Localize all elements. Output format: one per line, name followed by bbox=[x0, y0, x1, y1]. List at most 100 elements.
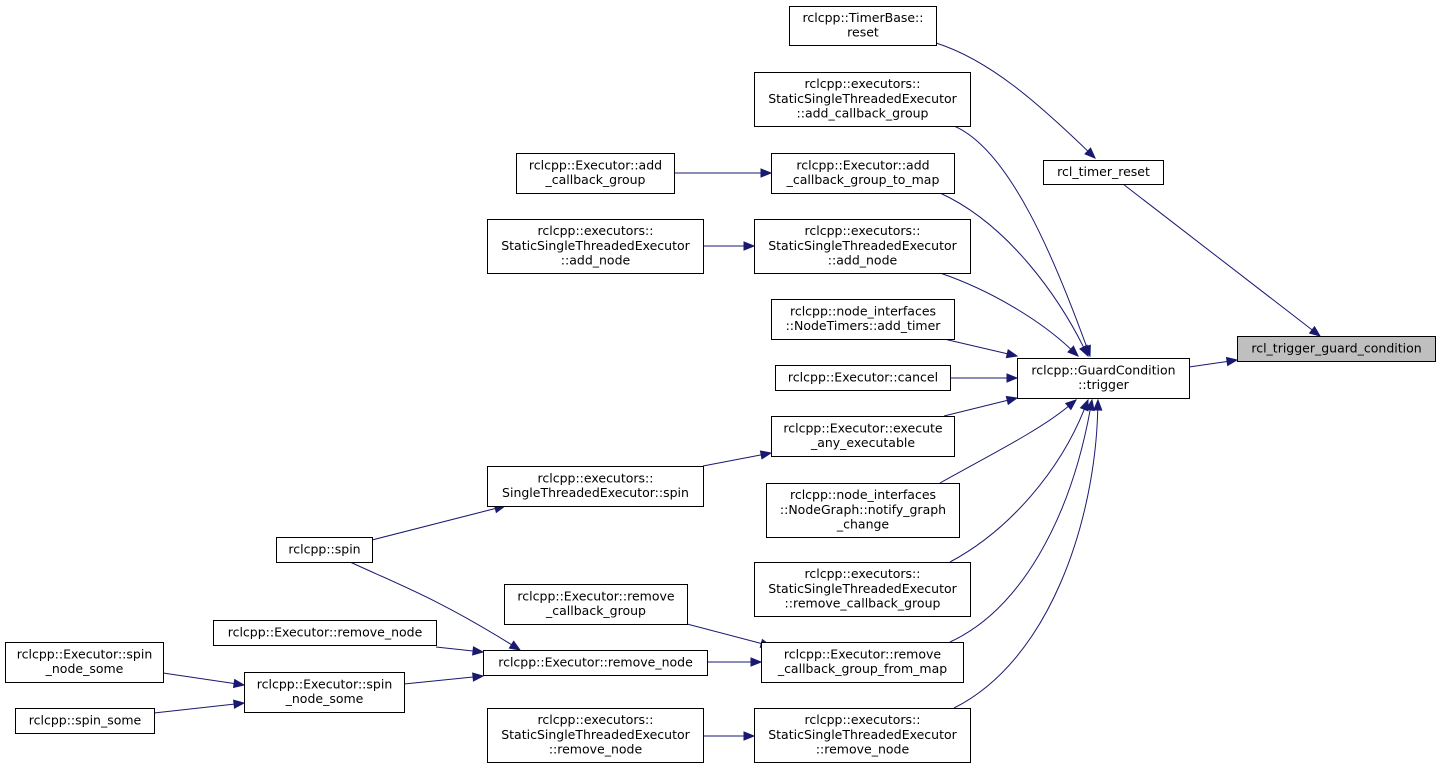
node-ss_add_cbg[interactable]: rclcpp::executors::StaticSingleThreadedE… bbox=[754, 72, 971, 127]
edge-rclcpp_spin_some-to-exec_spin_node_some_b bbox=[153, 699, 246, 714]
node-ss_remove_cbg[interactable]: rclcpp::executors::StaticSingleThreadedE… bbox=[754, 562, 971, 617]
edge-exec_execute_any-to-gc_trigger bbox=[943, 395, 1019, 417]
node-label-line: rclcpp::Executor::execute bbox=[783, 421, 943, 436]
node-box bbox=[483, 650, 708, 676]
node-timerbase_reset[interactable]: rclcpp::TimerBase::reset bbox=[789, 6, 937, 46]
node-label-line: rclcpp::Executor::remove_node bbox=[228, 624, 423, 639]
edge-line bbox=[686, 623, 762, 644]
arrowhead bbox=[1064, 399, 1078, 411]
node-exec_remove_cbg_map[interactable]: rclcpp::Executor::remove_callback_group_… bbox=[761, 642, 964, 683]
node-box bbox=[761, 642, 964, 683]
node-exec_spin_node_some_a[interactable]: rclcpp::Executor::spin_node_some bbox=[5, 642, 164, 683]
edge-exec_remove_node_b-to-exec_remove_cbg_map bbox=[707, 657, 763, 667]
arrowhead bbox=[1079, 398, 1089, 412]
node-exec_execute_any[interactable]: rclcpp::Executor::execute_any_executable bbox=[771, 416, 955, 457]
edge-line bbox=[939, 406, 1069, 484]
node-nodetimers_add[interactable]: rclcpp::node_interfaces::NodeTimers::add… bbox=[771, 299, 955, 340]
edge-line bbox=[702, 454, 762, 467]
node-label-line: rclcpp::executors:: bbox=[805, 223, 921, 238]
arrowhead bbox=[750, 657, 763, 667]
node-label-line: SingleThreadedExecutor::spin bbox=[502, 485, 689, 500]
edge-line bbox=[1122, 183, 1313, 331]
edge-nodetimers_add-to-gc_trigger bbox=[943, 338, 1019, 359]
node-exec_cancel[interactable]: rclcpp::Executor::cancel bbox=[775, 365, 951, 391]
arrowhead bbox=[232, 678, 246, 689]
node-exec_remove_node_b[interactable]: rclcpp::Executor::remove_node bbox=[483, 650, 708, 676]
node-box bbox=[5, 642, 164, 683]
node-label-line: ::add_node bbox=[561, 252, 631, 267]
node-label-line: rclcpp::Executor::spin bbox=[17, 647, 153, 662]
edge-gc_trigger-to-root bbox=[1188, 356, 1239, 368]
node-box bbox=[1043, 160, 1164, 185]
nodes-layer: rcl_trigger_guard_condition rcl_timer_res… bbox=[5, 6, 1436, 763]
arrowhead bbox=[1093, 398, 1103, 411]
edge-line bbox=[935, 42, 1089, 152]
node-label-line: StaticSingleThreadedExecutor bbox=[768, 238, 957, 253]
node-label-line: rclcpp::Executor::remove bbox=[784, 647, 941, 662]
node-box bbox=[1017, 358, 1190, 399]
node-exec_spin_node_some_b[interactable]: rclcpp::Executor::spin_node_some bbox=[244, 672, 405, 713]
node-label-line: StaticSingleThreadedExecutor bbox=[501, 727, 690, 742]
node-box bbox=[754, 562, 971, 617]
node-box bbox=[771, 299, 955, 340]
node-rclcpp_spin[interactable]: rclcpp::spin bbox=[276, 537, 373, 563]
arrowhead bbox=[1308, 325, 1322, 337]
node-label-line: rclcpp::executors:: bbox=[805, 76, 921, 91]
node-label-line: ::remove_node bbox=[816, 741, 910, 756]
node-exec_remove_cbg[interactable]: rclcpp::Executor::remove_callback_group bbox=[504, 584, 688, 625]
node-exec_remove_node_a[interactable]: rclcpp::Executor::remove_node bbox=[213, 620, 437, 646]
arrowhead bbox=[760, 168, 773, 178]
node-rclcpp_spin_some[interactable]: rclcpp::spin_some bbox=[15, 708, 155, 734]
node-box bbox=[276, 537, 373, 563]
edge-line bbox=[943, 399, 1008, 417]
node-label-line: _callback_group_from_map bbox=[777, 661, 947, 676]
arrowhead bbox=[1079, 344, 1089, 358]
node-label-line: _node_some bbox=[45, 661, 124, 676]
node-ss_add_node_caller[interactable]: rclcpp::executors::StaticSingleThreadedE… bbox=[487, 219, 704, 274]
arrowhead bbox=[233, 699, 246, 709]
node-ss_remove_node[interactable]: rclcpp::executors::StaticSingleThreadedE… bbox=[754, 708, 971, 763]
node-ss_add_node[interactable]: rclcpp::executors::StaticSingleThreadedE… bbox=[754, 219, 971, 274]
node-label-line: rclcpp::executors:: bbox=[538, 712, 654, 727]
edge-ss_remove_node-to-gc_trigger bbox=[953, 398, 1103, 709]
node-label-line: rclcpp::TimerBase:: bbox=[803, 10, 924, 25]
arrowhead bbox=[508, 640, 522, 651]
node-label-line: rclcpp::node_interfaces bbox=[790, 304, 936, 319]
node-ss_remove_node_caller[interactable]: rclcpp::executors::StaticSingleThreadedE… bbox=[487, 708, 704, 763]
edge-line bbox=[949, 409, 1085, 563]
edge-line bbox=[153, 703, 235, 714]
node-label-line: rclcpp::executors:: bbox=[538, 223, 654, 238]
edge-ss_remove_cbg-to-gc_trigger bbox=[949, 398, 1089, 563]
node-nodegraph_notify[interactable]: rclcpp::node_interfaces::NodeGraph::noti… bbox=[766, 483, 960, 538]
node-label-line: StaticSingleThreadedExecutor bbox=[768, 581, 957, 596]
node-exec_add_cbg[interactable]: rclcpp::Executor::add_callback_group bbox=[516, 153, 675, 194]
node-exec_add_cbg_map[interactable]: rclcpp::Executor::add_callback_group_to_… bbox=[771, 153, 955, 194]
node-label-line: rclcpp::Executor::cancel bbox=[788, 369, 938, 384]
edge-rclcpp_spin-to-st_spin bbox=[371, 504, 507, 541]
node-timer_reset[interactable]: rcl_timer_reset bbox=[1043, 160, 1164, 185]
edge-exec_remove_cbg_map-to-gc_trigger bbox=[949, 398, 1095, 643]
node-box bbox=[754, 72, 971, 127]
edge-ss_add_node_caller-to-ss_add_node bbox=[703, 241, 756, 251]
edge-exec_spin_node_some_a-to-exec_spin_node_some_b bbox=[162, 672, 246, 689]
node-label-line: ::remove_node bbox=[549, 741, 643, 756]
node-label-line: ::add_callback_group bbox=[797, 105, 929, 120]
node-label-line: StaticSingleThreadedExecutor bbox=[768, 727, 957, 742]
node-label-line: rclcpp::executors:: bbox=[805, 712, 921, 727]
node-label-line: rcl_trigger_guard_condition bbox=[1251, 340, 1421, 355]
node-label-line: _callback_group bbox=[545, 603, 646, 618]
edge-ss_add_node-to-gc_trigger bbox=[939, 272, 1079, 357]
node-gc_trigger[interactable]: rclcpp::GuardCondition::trigger bbox=[1017, 358, 1190, 399]
edges-layer bbox=[153, 42, 1322, 741]
edge-st_spin-to-exec_execute_any bbox=[702, 450, 773, 467]
node-root[interactable]: rcl_trigger_guard_condition bbox=[1237, 336, 1436, 362]
edge-rclcpp_spin-to-exec_remove_node_b bbox=[349, 561, 522, 651]
edge-line bbox=[949, 409, 1091, 643]
edge-exec_cancel-to-gc_trigger bbox=[950, 373, 1019, 383]
edge-exec_remove_node_a-to-exec_remove_node_b bbox=[435, 646, 485, 656]
node-st_spin[interactable]: rclcpp::executors::SingleThreadedExecuto… bbox=[487, 466, 704, 507]
node-label-line: rclcpp::Executor::remove_node bbox=[498, 654, 693, 669]
node-label-line: rclcpp::executors:: bbox=[805, 566, 921, 581]
node-box bbox=[487, 219, 704, 274]
